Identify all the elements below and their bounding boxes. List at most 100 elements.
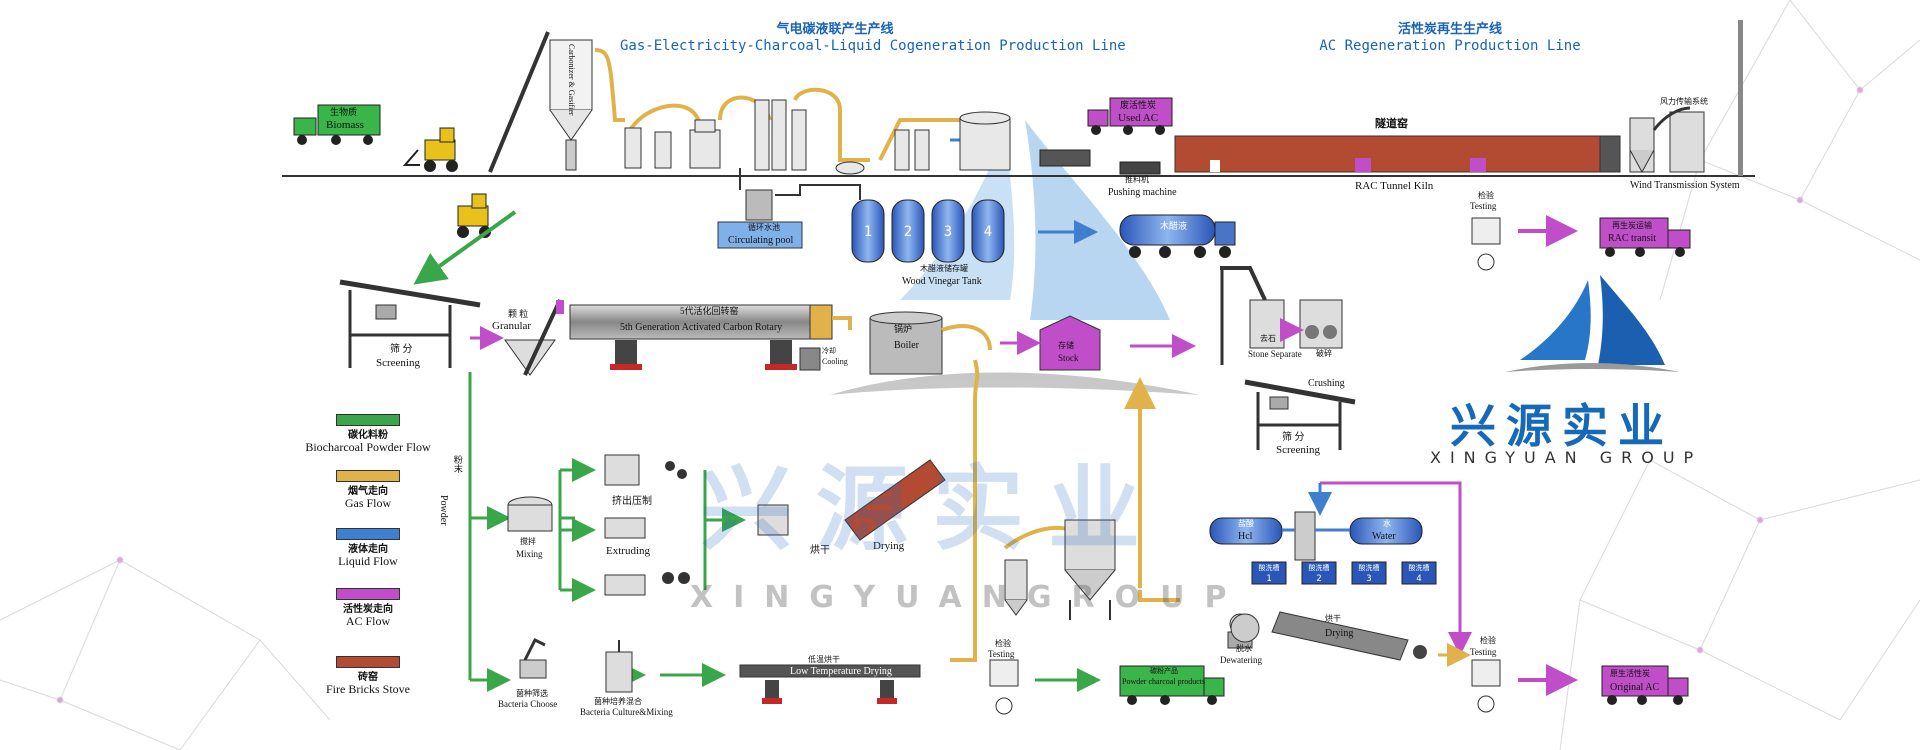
stock-label: Stock (1058, 353, 1079, 363)
wind-transmission-label-zh: 风力传输系统 (1660, 97, 1708, 106)
rac-transit-label-zh: 再生炭运输 (1612, 221, 1652, 230)
wash-tank-number: 2 (1316, 574, 1321, 584)
cogeneration-equipment (624, 99, 1011, 175)
testing-2-label: Testing (1470, 647, 1497, 657)
bacteria-choose-label-zh: 菌种筛选 (516, 689, 548, 698)
pushing-machine (1039, 149, 1161, 175)
tunnel-kiln-label-zh: 隧道窑 (1375, 118, 1408, 130)
regeneration-title: 活性炭再生生产线 AC Regeneration Production Line (1300, 22, 1600, 56)
wash-tank-label-zh: 酸洗槽 (1409, 563, 1430, 572)
powder-label-zh: 粉末 (452, 455, 463, 473)
circulating-pool (717, 168, 861, 249)
rac-transit-label: RAC transit (1608, 233, 1657, 244)
circulating-pool-label-zh: 循环水池 (748, 223, 780, 232)
testing-3-label: Testing (988, 649, 1015, 659)
bag-filter (1004, 519, 1116, 620)
legend-item-gas: 烟气走向 Gas Flow (298, 470, 438, 510)
brand-name-zh: 兴源实业 (1450, 399, 1674, 453)
legend-swatch-kiln (336, 656, 400, 668)
legend-item-powder: 碳化料粉 Biocharcoal Powder Flow (298, 414, 438, 454)
testing-1-label-zh: 检验 (1478, 191, 1494, 200)
rotary-label: 5th Generation Activated Carbon Rotary (620, 322, 783, 333)
bacteria-and-low-temp-drying (519, 637, 921, 704)
legend-label-zh: 烟气走向 (348, 486, 388, 497)
biomass-truck (293, 104, 381, 145)
wash-tank-label-zh: 酸洗槽 (1309, 563, 1330, 572)
legend-label-en: Liquid Flow (338, 554, 398, 568)
rac-tunnel-kiln-label: RAC Tunnel Kiln (1355, 180, 1434, 192)
wood-vinegar-tank-2 (891, 199, 925, 263)
legend-label-en: Fire Bricks Stove (326, 682, 410, 696)
wash-tank-number: 4 (1416, 574, 1421, 584)
stone-separate-label: Stone Separate (1248, 349, 1302, 359)
drying-right-label: Drying (1325, 628, 1354, 639)
acid-wash-system (1209, 511, 1423, 561)
gasifier-silo (549, 39, 593, 171)
tanker-label-zh: 木醋液 (1160, 221, 1188, 231)
tank-number-label: 4 (984, 224, 992, 240)
pushing-machine-label: Pushing machine (1108, 187, 1177, 198)
stone-separator-and-crusher (1220, 266, 1343, 365)
wash-tank-2 (1301, 561, 1337, 585)
legend-label-en: AC Flow (345, 614, 391, 628)
rac-tunnel-kiln (1174, 135, 1621, 173)
brand-name-en: XINGYUAN GROUP (1430, 448, 1703, 467)
screening-machine-1 (339, 279, 481, 368)
legend-item-ac: 活性炭走向 AC Flow (298, 588, 438, 628)
original-ac-label: Original AC (1610, 682, 1660, 693)
powder-product-label-zh: 碳粉产品 (1150, 667, 1178, 675)
original-ac-label-zh: 原生活性炭 (1610, 669, 1650, 678)
wash-tank-label-zh: 酸洗槽 (1359, 563, 1380, 572)
legend-swatch-ac (336, 588, 400, 600)
wash-tank-label-zh: 酸洗槽 (1259, 563, 1280, 572)
legend-label-zh: 液体走向 (348, 544, 388, 555)
powder-label: Powder (438, 495, 449, 526)
boiler (869, 311, 992, 375)
legend-swatch-gas (336, 470, 400, 482)
mixing-extruding-equipment (507, 454, 946, 596)
bacteria-culture-label: Bacteria Culture&Mixing (580, 707, 673, 717)
legend-label-zh: 碳化料粉 (348, 430, 388, 441)
extruding-label-zh: 挤出压制 (612, 496, 652, 507)
dewatering-label-zh: 脱水 (1236, 644, 1252, 653)
regeneration-title-en: AC Regeneration Production Line (1319, 38, 1581, 55)
screening-machine-2 (1244, 379, 1356, 450)
boiler-label-zh: 锅炉 (894, 324, 913, 334)
screening-1-label-zh: 筛 分 (390, 344, 413, 355)
granular-label: Granular (492, 320, 532, 332)
legend-item-liquid: 液体走向 Liquid Flow (298, 528, 438, 568)
granular-label-zh: 颗 粒 (508, 309, 529, 319)
boiler-label: Boiler (894, 340, 919, 351)
wind-transmission-label: Wind Transmission System (1630, 180, 1740, 191)
wash-tank-number: 3 (1366, 574, 1371, 584)
cogeneration-title: 气电碳液联产生产线 Gas-Electricity-Charcoal-Liqui… (620, 22, 1126, 56)
cooling-label-zh: 冷却 (822, 347, 836, 355)
dewatering-label: Dewatering (1220, 655, 1262, 665)
wood-vinegar-tank-1 (851, 199, 885, 263)
wind-transmission-system (1629, 20, 1743, 176)
screening-2-label: Screening (1276, 444, 1320, 456)
stone-separate-label-zh: 去石 (1260, 334, 1276, 343)
legend-label-en: Gas Flow (344, 496, 392, 510)
vinegar-tanker-truck (1119, 214, 1236, 258)
water-label-zh: 水 (1383, 519, 1391, 528)
brand-logo-sails (1505, 275, 1680, 372)
cogeneration-title-en: Gas-Electricity-Charcoal-Liquid Cogenera… (620, 38, 1126, 55)
legend-label-zh: 砖窑 (358, 672, 378, 683)
regeneration-title-zh: 活性炭再生生产线 (1397, 22, 1502, 37)
biomass-label: Biomass (326, 119, 364, 131)
screening-1-label: Screening (376, 357, 420, 369)
legend-item-kiln: 砖窑 Fire Bricks Stove (298, 656, 438, 696)
used-ac-label: Used AC (1118, 112, 1159, 124)
used-ac-label-zh: 废活性炭 (1120, 100, 1157, 110)
cooling-label: Cooling (822, 357, 848, 366)
rotary-label-zh: 5代活化回转窑 (680, 306, 739, 316)
powder-product-truck (1119, 665, 1225, 705)
wash-tank-1 (1251, 561, 1287, 585)
bacteria-culture-label-zh: 菌种培养混合 (594, 697, 642, 706)
wash-tank-3 (1351, 561, 1387, 585)
